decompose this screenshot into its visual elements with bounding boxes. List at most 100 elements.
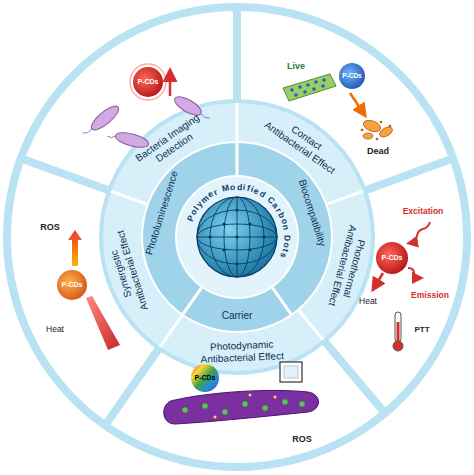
art-circle <box>389 125 392 128</box>
art-circle <box>282 399 288 405</box>
curved-title: Polymer Modified Carbon Dots <box>175 175 299 299</box>
art-circle <box>262 405 268 411</box>
art-circle <box>175 175 299 299</box>
photodynamic-illustration <box>164 362 319 424</box>
art-polygon <box>283 74 336 101</box>
art-line <box>236 103 239 141</box>
property-label-text: Carrier <box>202 310 272 322</box>
art-path <box>107 136 116 138</box>
illustration-label: P-CDs <box>342 72 362 79</box>
art-circle <box>222 248 225 251</box>
wheel-rings <box>3 3 471 471</box>
art-circle <box>202 403 208 409</box>
illustration-label: Live <box>287 62 305 72</box>
illustration-label: Dead <box>367 147 389 157</box>
art-circle <box>214 416 217 419</box>
art-circle <box>339 63 365 89</box>
art-g <box>362 118 394 139</box>
art-circle <box>182 407 188 413</box>
art-circle <box>303 90 307 94</box>
center-title-ring: Polymer Modified Carbon Dots <box>175 175 299 299</box>
art-path <box>410 222 430 243</box>
art-ellipse <box>88 102 122 133</box>
art-circle <box>248 222 251 225</box>
title-letter: n <box>281 224 290 231</box>
art-circle <box>306 83 310 87</box>
illustration-label: Heat <box>359 297 377 306</box>
synergistic-illustration <box>57 230 120 350</box>
art-line <box>299 311 323 340</box>
art-line <box>233 9 241 101</box>
art-circle <box>248 248 251 251</box>
art-line <box>324 341 383 411</box>
art-circle <box>191 364 219 392</box>
art-g <box>361 121 392 141</box>
art-line <box>365 159 452 191</box>
art-ellipse <box>197 210 277 264</box>
art-g <box>197 197 277 277</box>
art-path <box>68 230 82 266</box>
art-g <box>214 394 277 419</box>
art-rect <box>280 362 302 382</box>
illustration-label: PTT <box>414 326 429 335</box>
art-g <box>23 9 452 424</box>
art-line <box>23 159 110 191</box>
art-circle <box>321 84 325 88</box>
illustration-label: P-CDs <box>137 78 158 86</box>
art-circle <box>133 67 163 97</box>
property-label: Carrier <box>202 310 272 322</box>
art-line <box>111 191 147 204</box>
art-line <box>160 316 182 347</box>
art-circle <box>103 103 371 371</box>
illustration-label: P-CDs <box>381 254 402 262</box>
art-line <box>106 348 159 423</box>
art-circle <box>130 64 166 100</box>
art-circle <box>380 121 383 124</box>
art-circle <box>235 208 238 211</box>
art-rect <box>284 366 298 378</box>
art-path <box>201 114 210 118</box>
art-ellipse <box>363 133 373 139</box>
title-letter: d <box>236 183 242 192</box>
art-g <box>182 399 305 415</box>
art-line <box>273 288 292 315</box>
art-circle <box>99 99 375 375</box>
art-line <box>169 72 172 96</box>
art-path <box>408 268 420 278</box>
title-letter <box>282 231 291 234</box>
photothermal-illustration <box>374 222 430 351</box>
art-line <box>350 93 364 114</box>
title-letter: M <box>221 183 230 193</box>
art-circle <box>222 409 228 415</box>
title-letter: D <box>283 235 292 241</box>
art-circle <box>298 85 302 89</box>
art-circle <box>3 3 471 471</box>
art-line <box>183 288 202 315</box>
title-letter: s <box>279 252 289 260</box>
art-circle <box>294 93 298 97</box>
art-line <box>236 142 239 175</box>
art-circle <box>57 270 87 300</box>
title-letter: i <box>243 183 247 192</box>
art-ellipse <box>362 118 382 134</box>
art-circle <box>262 235 265 238</box>
illustration-label: ROS <box>292 435 312 445</box>
illustration-label: P-CDs <box>61 281 82 289</box>
illustration-label: Emission <box>411 291 449 300</box>
art-circle <box>314 80 318 84</box>
art-circle <box>235 235 238 238</box>
art-circle <box>249 394 252 397</box>
illustration-label: Excitation <box>403 207 444 216</box>
art-circle <box>141 141 333 333</box>
art-path <box>83 129 92 133</box>
title-letter: o <box>230 183 236 192</box>
application-label-text: Photodynamic Antibacterial Effect <box>196 338 289 366</box>
art-circle <box>208 235 211 238</box>
illustration-label: P-CDs <box>194 374 215 382</box>
art-circle <box>299 401 305 407</box>
art-circle <box>177 177 297 297</box>
art-circle <box>222 222 225 225</box>
art-ellipse <box>197 224 277 250</box>
art-circle <box>290 88 294 92</box>
